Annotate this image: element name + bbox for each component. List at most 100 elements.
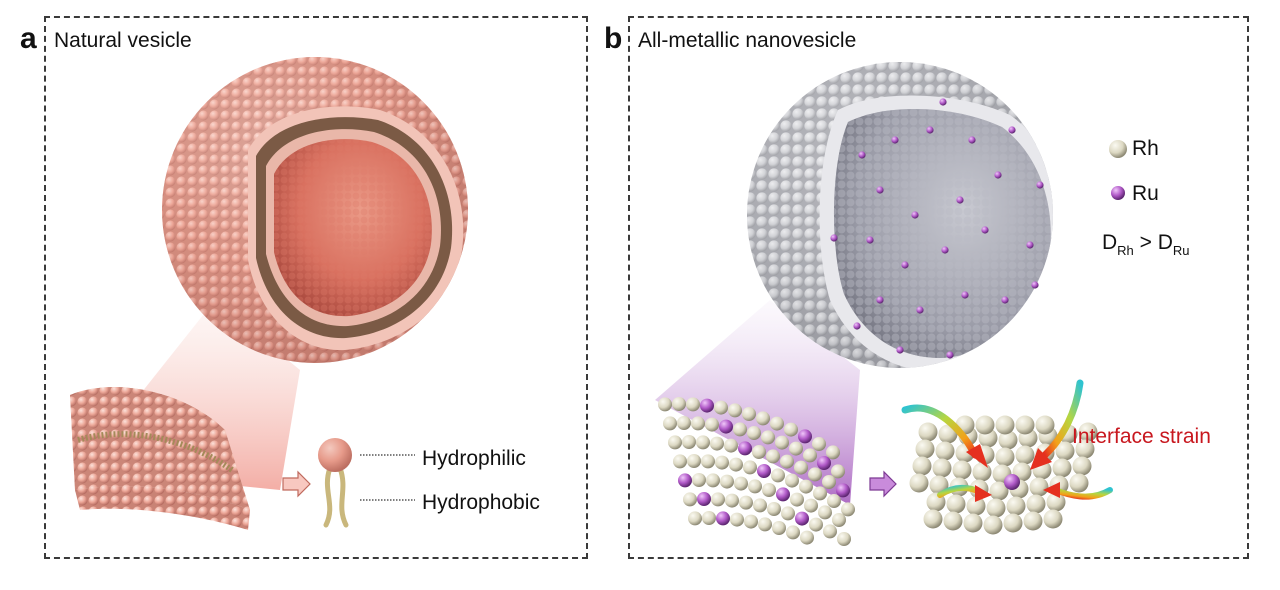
rh-atom — [996, 416, 1015, 435]
panel-b-letter: b — [604, 24, 622, 54]
rh-atom — [673, 454, 687, 468]
rh-atom — [837, 532, 851, 546]
rh-atom — [696, 435, 710, 449]
ru-atom — [994, 171, 1001, 178]
ru-atom — [1008, 126, 1015, 133]
rh-atom — [1016, 446, 1035, 465]
ru-atom — [1001, 296, 1008, 303]
rh-atom — [734, 477, 748, 491]
rh-atom — [682, 435, 696, 449]
diameter-relation: DRh > DRu — [1102, 232, 1190, 253]
rh-atom — [761, 430, 775, 444]
rh-atom — [752, 445, 766, 459]
ru-atom — [946, 351, 953, 358]
ru-atom — [956, 196, 963, 203]
ru-atom — [968, 136, 975, 143]
ru-atom — [776, 487, 790, 501]
ru-atom — [981, 226, 988, 233]
rh-atom — [933, 459, 952, 478]
rh-atom — [976, 416, 995, 435]
rh-atom — [728, 403, 742, 417]
rh-atom — [780, 455, 794, 469]
natural-vesicle — [162, 57, 468, 363]
ru-atom — [916, 306, 923, 313]
ru-atom — [876, 296, 883, 303]
rh-atom — [742, 407, 756, 421]
ru-atom — [939, 98, 946, 105]
rh-atom — [692, 473, 706, 487]
rh-atom — [756, 411, 770, 425]
rh-atom — [748, 479, 762, 493]
rh-atom — [803, 448, 817, 462]
rh-atom — [916, 440, 935, 459]
ru-atom — [719, 420, 733, 434]
rh-atom — [784, 423, 798, 437]
rh-atom — [826, 445, 840, 459]
rh-atom — [964, 514, 983, 533]
rh-atom — [924, 510, 943, 529]
rh-atom — [762, 483, 776, 497]
rh-atom — [691, 416, 705, 430]
rh-atom — [804, 499, 818, 513]
rh-atom — [813, 486, 827, 500]
interface-strain-label: Interface strain — [1072, 426, 1211, 447]
rh-atom — [984, 516, 1003, 535]
rh-atom — [1024, 512, 1043, 531]
rh-atom — [919, 423, 938, 442]
rh-atom — [794, 461, 808, 475]
rh-atom — [913, 457, 932, 476]
ru-atom — [716, 511, 730, 525]
rh-atom — [701, 454, 715, 468]
rh-atom — [758, 517, 772, 531]
ru-atom — [911, 211, 918, 218]
rh-atom — [767, 502, 781, 516]
rh-atom — [812, 437, 826, 451]
rh-atom — [1004, 514, 1023, 533]
rh-atom — [790, 493, 804, 507]
rh-atom — [733, 422, 747, 436]
ru-atom — [858, 151, 865, 158]
rh-atom — [1007, 497, 1026, 516]
rh-atom — [747, 426, 761, 440]
lipid-molecule — [318, 438, 352, 525]
panel-b-title: All-metallic nanovesicle — [638, 30, 856, 51]
rh-atom — [705, 418, 719, 432]
ru-atom — [1026, 241, 1033, 248]
ru-atom — [961, 291, 968, 298]
rh-atom — [944, 512, 963, 531]
ru-atom — [853, 322, 860, 329]
rh-atom — [953, 461, 972, 480]
rh-atom — [772, 521, 786, 535]
rh-atom — [714, 401, 728, 415]
ru-legend-sphere — [1111, 186, 1125, 200]
rh-atom — [753, 498, 767, 512]
rh-atom — [822, 475, 836, 489]
rh-atom — [841, 502, 855, 516]
rh-atom — [936, 442, 955, 461]
rh-atom — [1030, 478, 1049, 497]
ru-atom — [896, 346, 903, 353]
rh-atom — [687, 454, 701, 468]
rh-atom — [823, 524, 837, 538]
ru-atom — [817, 456, 831, 470]
rh-atom — [809, 518, 823, 532]
hydrophobic-label: Hydrophobic — [422, 492, 540, 513]
rh-atom — [832, 513, 846, 527]
rh-atom — [677, 416, 691, 430]
ru-legend-label: Ru — [1132, 183, 1159, 204]
rh-atom — [818, 505, 832, 519]
rh-atom — [996, 448, 1015, 467]
rh-atom — [668, 435, 682, 449]
rh-atom — [827, 494, 841, 508]
rh-atom — [1016, 416, 1035, 435]
ru-atom — [697, 492, 711, 506]
panel-a-title: Natural vesicle — [54, 30, 192, 51]
ru-atom — [901, 261, 908, 268]
rh-atom — [739, 496, 753, 510]
metallic-nanovesicle — [747, 62, 1065, 372]
rh-atom — [730, 513, 744, 527]
ru-atom — [1031, 281, 1038, 288]
rh-atom — [729, 458, 743, 472]
rh-atom — [1070, 474, 1089, 493]
